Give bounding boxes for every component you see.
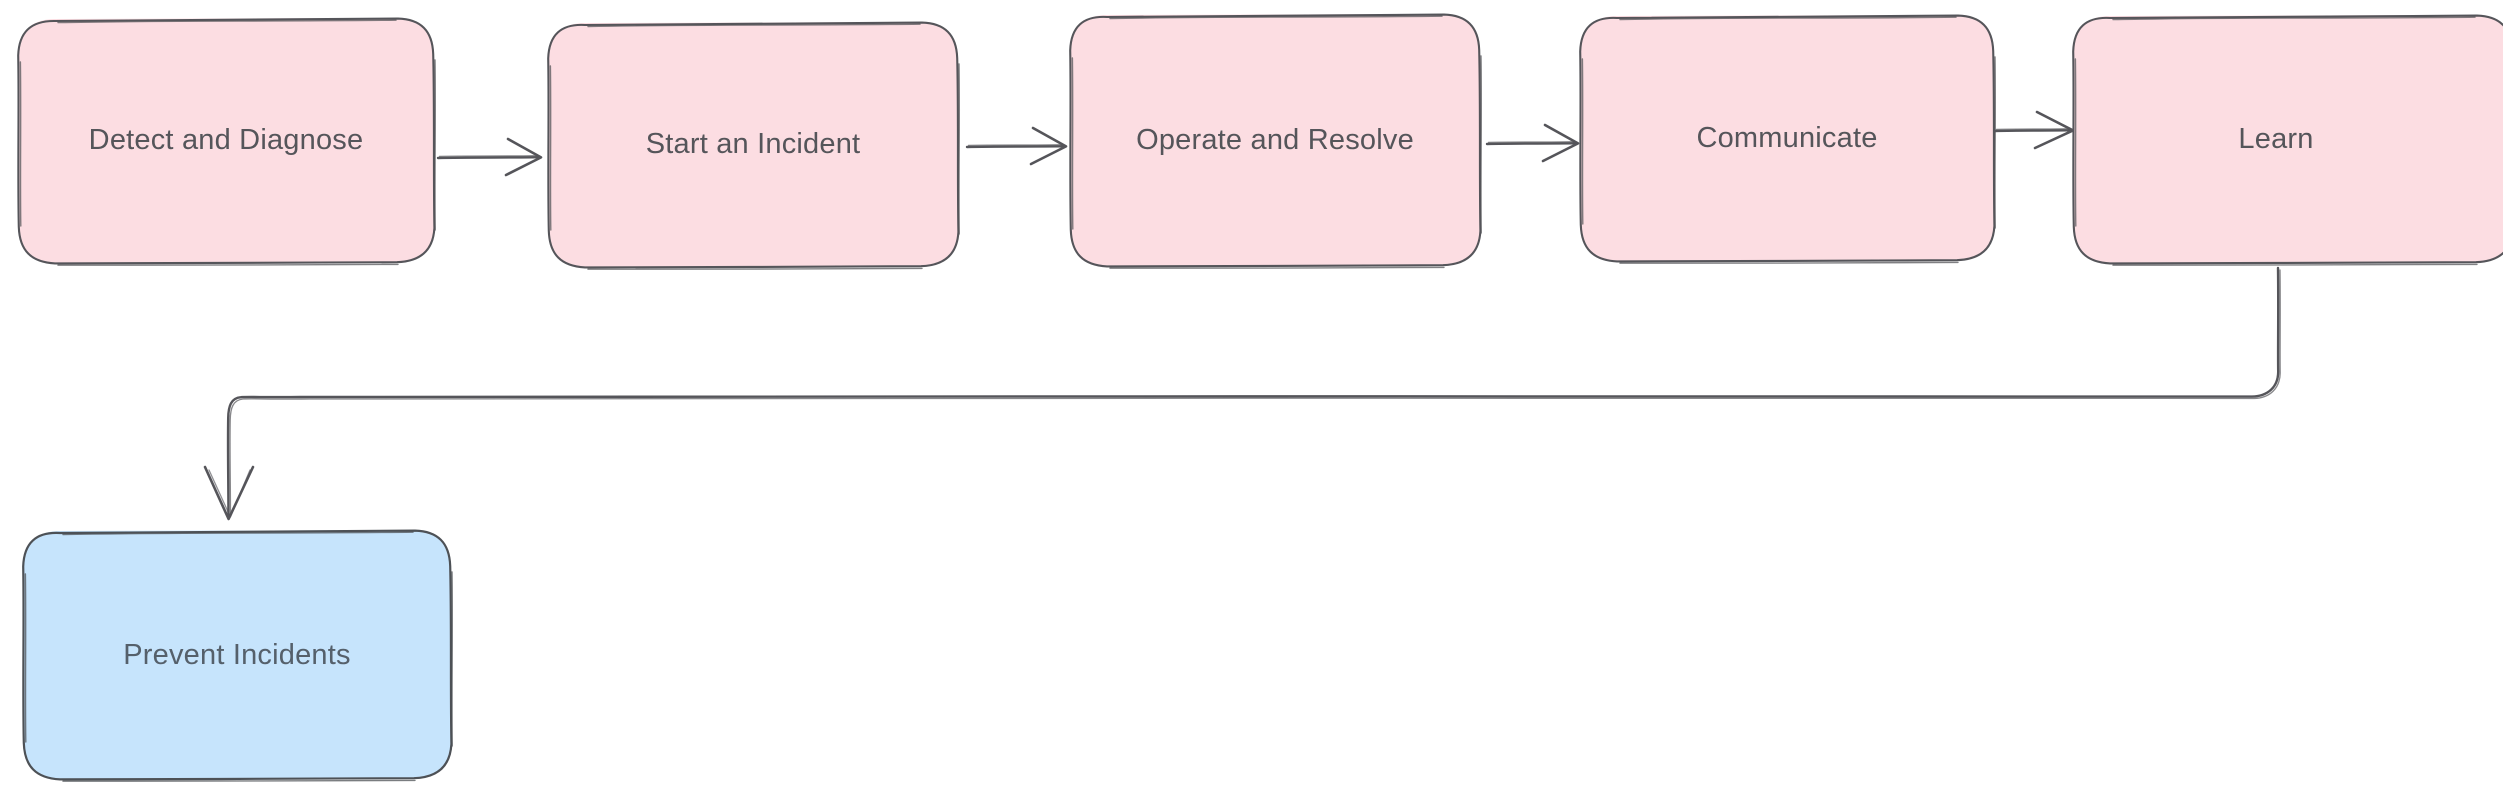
edge-start-to-operate-arrow <box>965 126 1068 166</box>
node-learn[interactable] <box>2073 15 2503 263</box>
edge-detect-to-start-arrow <box>436 137 543 177</box>
node-detect-and-diagnose[interactable] <box>18 18 434 263</box>
node-prevent-incidents[interactable] <box>23 530 451 780</box>
node-start-an-incident[interactable] <box>548 22 958 267</box>
edge-operate-to-communicate-arrow <box>1485 123 1580 163</box>
edge-communicate-to-learn-arrow <box>1993 110 2075 150</box>
node-communicate[interactable] <box>1580 15 1994 261</box>
edge-learn-to-prevent-arrow <box>203 266 2281 521</box>
node-operate-and-resolve[interactable] <box>1070 14 1480 266</box>
